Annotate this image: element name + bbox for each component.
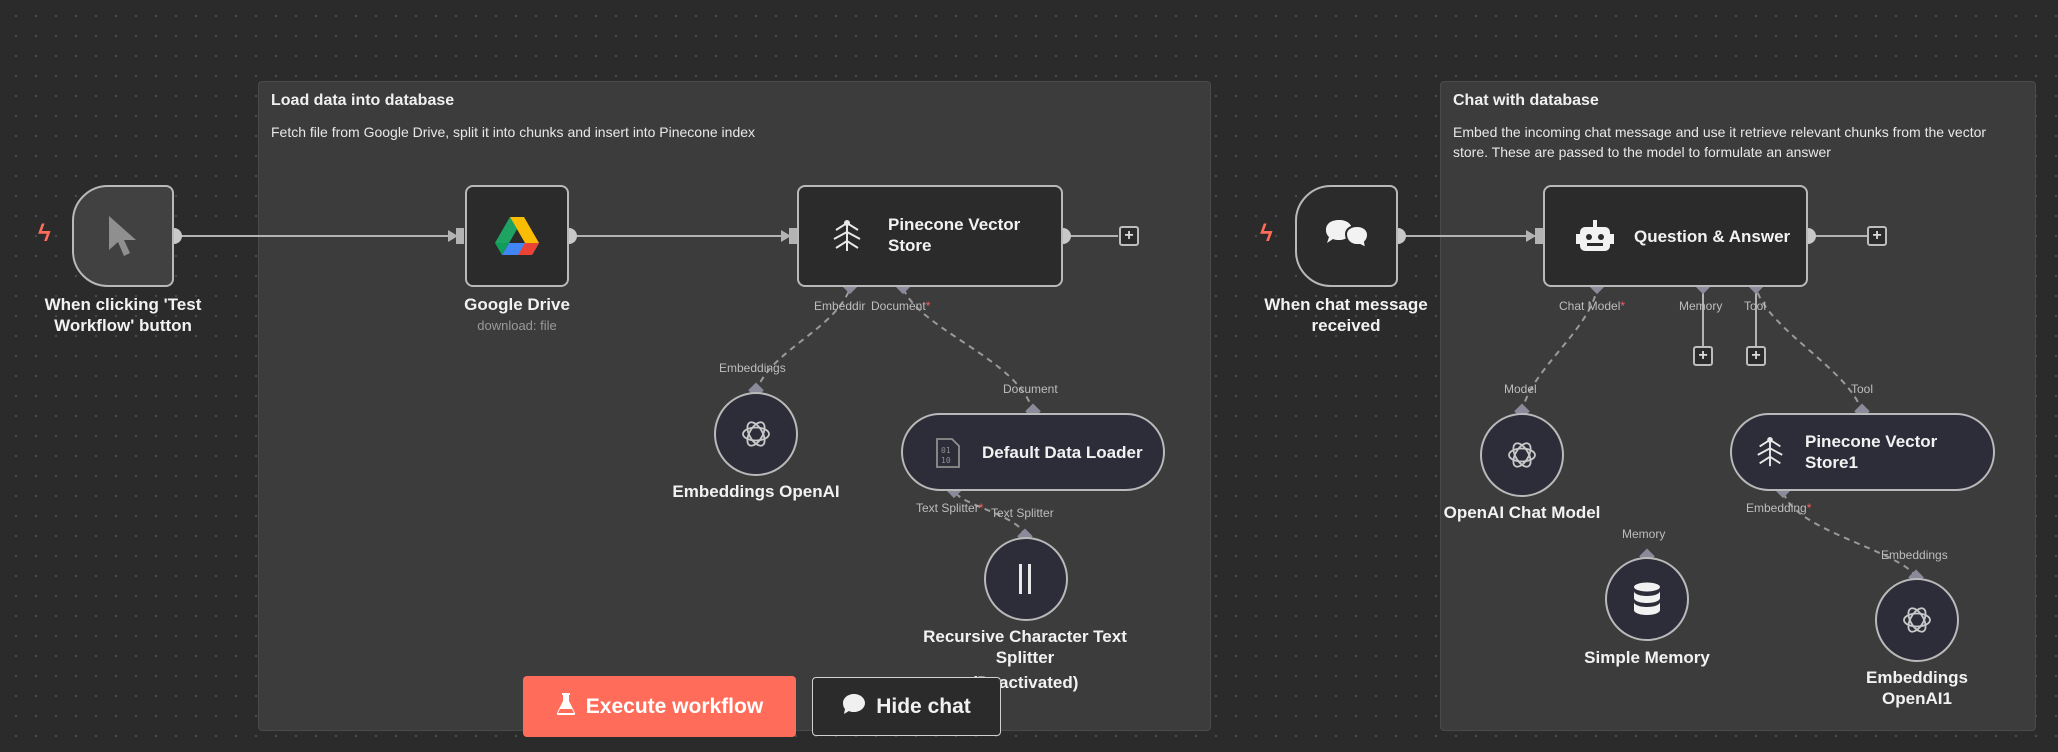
port-label-model: Model [1504,382,1537,396]
sticky-title: Load data into database [271,92,455,109]
hide-chat-button[interactable]: Hide chat [812,677,1001,736]
edge-embeddings-to-pinecone [755,287,851,393]
required-marker: * [978,501,984,515]
execute-workflow-label: Execute workflow [585,694,764,718]
node-embeddings-openai[interactable] [714,392,798,476]
chat-bubble-icon [842,693,866,721]
node-label: Embeddings OpenAI [672,482,840,501]
node-label: When chat message received [1264,295,1428,335]
port-label-text-splitter: Text Splitter* [916,501,983,515]
required-marker: * [925,299,931,313]
trigger-bolt-icon: ϟ [1260,220,1273,247]
openai-icon [1482,415,1562,495]
port-label-tool-in: Tool [1851,382,1874,396]
port-label-chat-model: Chat Model* [1559,299,1625,313]
hide-chat-label: Hide chat [876,694,971,718]
port-label-text: Text Splitter [916,501,979,515]
node-label: Recursive Character Text Splitter [923,627,1127,667]
node-label: Pinecone Vector Store1 [1805,432,1938,472]
node-pinecone-vector-store[interactable]: Pinecone Vector Store [797,185,1063,287]
port-label-memory: Memory [1679,299,1723,313]
node-label: Question & Answer [1634,227,1791,246]
node-embeddings-openai1[interactable] [1875,578,1959,662]
edge-loader-to-pinecone [902,287,1034,413]
flask-icon [556,692,576,722]
input-handle [456,228,464,244]
pinecone-icon [1752,435,1788,471]
port-label-text-splitter-out: Text Splitter [991,506,1054,520]
required-marker: * [1806,501,1812,515]
edge-model-to-qa [1521,287,1598,413]
trigger-bolt-icon: ϟ [38,220,51,247]
port-label-embeddings: Embeddings [1881,548,1948,562]
port-label-embedding: Embedding* [1746,501,1811,515]
node-manual-trigger[interactable] [72,185,174,287]
port-label-text: Embedding [1746,501,1807,515]
add-tool-button[interactable]: + [1746,346,1766,366]
chat-bubbles-icon [1297,187,1396,285]
cursor-icon [74,187,172,285]
add-memory-button[interactable]: + [1693,346,1713,366]
node-question-answer[interactable]: Question & Answer [1543,185,1808,287]
port-label-document-in: Document [1003,382,1058,396]
edge-store1-to-qa [1755,287,1863,413]
sticky-title: Chat with database [1453,92,1599,109]
sticky-description: Fetch file from Google Drive, split it i… [271,124,756,140]
input-handle [1535,228,1543,244]
port-label-embedding: Embeddir [814,299,866,313]
database-icon [1607,559,1687,639]
openai-icon [1877,580,1957,660]
text-splitter-icon [986,539,1066,619]
port-label-document: Document* [871,299,930,313]
node-label: When clicking 'Test Workflow' button [44,295,202,335]
robot-icon [1575,217,1615,257]
port-label-text: Chat Model [1559,299,1621,313]
node-chat-trigger[interactable] [1295,185,1398,287]
arrow-head [781,230,791,242]
node-label: Embeddings OpenAI1 [1865,668,1968,708]
openai-icon [716,394,796,474]
arrow-head [1526,230,1536,242]
execute-workflow-button[interactable]: Execute workflow [523,676,796,737]
required-marker: * [1620,299,1626,313]
node-label: Default Data Loader [982,443,1143,462]
node-label: Simple Memory [1584,648,1710,667]
add-node-button[interactable]: + [1119,226,1139,246]
node-google-drive[interactable] [465,185,569,287]
svg-text:10: 10 [941,456,951,465]
node-subtitle: download: file [477,318,557,333]
node-simple-memory[interactable] [1605,557,1689,641]
node-label: Pinecone Vector Store [888,215,1021,255]
node-label: Google Drive [464,295,570,314]
port-label-text: Document [871,299,926,313]
node-openai-chat-model[interactable] [1480,413,1564,497]
port-label-memory-out: Memory [1622,527,1666,541]
add-node-button[interactable]: + [1867,226,1887,246]
pinecone-icon [829,219,865,255]
google-drive-icon [467,187,567,285]
node-label: OpenAI Chat Model [1443,503,1601,522]
node-text-splitter[interactable] [984,537,1068,621]
port-label-tool: Tool [1744,299,1767,313]
node-pinecone-vector-store1[interactable]: Pinecone Vector Store1 [1730,413,1995,491]
input-handle [789,228,797,244]
arrow-head [448,230,458,242]
sticky-description: Embed the incoming chat message and use … [1453,124,1987,160]
svg-text:01: 01 [941,446,951,455]
edge-embeddings1-to-store1 [1782,489,1917,578]
port-label-embeddings: Embeddings [719,361,786,375]
